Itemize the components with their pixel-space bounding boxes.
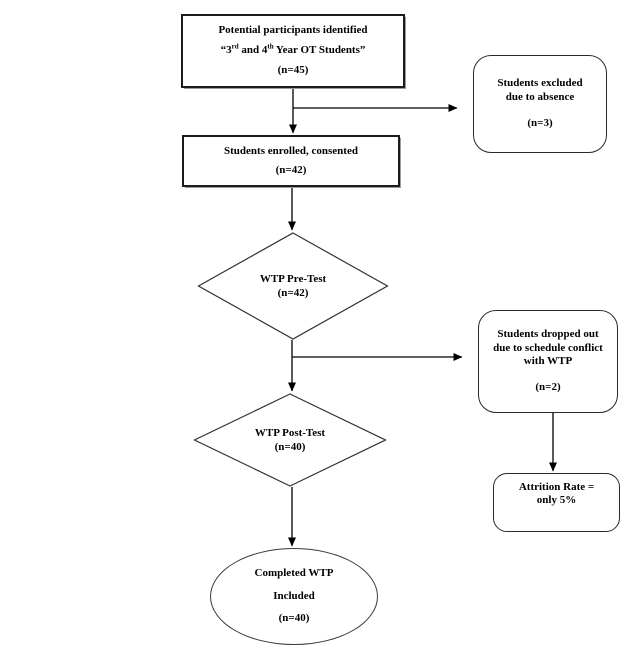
mid-text: and 4 xyxy=(238,44,268,57)
node-students-excluded: Students excluded due to absence (n=3) xyxy=(473,55,607,153)
node-attrition-rate: Attrition Rate = only 5% xyxy=(493,473,620,532)
node-text-line: Students dropped out due to schedule con… xyxy=(493,328,603,367)
diamond-shape xyxy=(197,232,389,340)
diamond-text: WTP Pre-Test (n=42) xyxy=(197,232,389,340)
node-count-label: (n=40) xyxy=(278,611,310,624)
node-wtp-posttest: WTP Post-Test (n=40) xyxy=(193,393,387,487)
node-count-label: (n=3) xyxy=(527,116,553,129)
node-text-line: Included xyxy=(273,589,315,602)
node-count-label: (n=42) xyxy=(275,163,307,176)
node-text-line: Completed WTP xyxy=(254,567,334,580)
node-text-line: Students enrolled, consented xyxy=(224,144,358,157)
diamond-text: WTP Post-Test (n=40) xyxy=(193,393,387,487)
node-potential-participants: Potential participants identified “3rd a… xyxy=(181,14,405,88)
node-wtp-pretest: WTP Pre-Test (n=42) xyxy=(197,232,389,340)
node-text-line: Potential participants identified xyxy=(218,24,368,37)
node-text-line: Students excluded due to absence xyxy=(497,77,583,103)
node-text-line: “3rd and 4th Year OT Students” xyxy=(220,42,366,58)
node-text-line: only 5% xyxy=(536,494,577,507)
diamond-shape xyxy=(193,393,387,487)
node-count-label: (n=2) xyxy=(535,380,561,393)
ordinal-superscript: th xyxy=(267,42,274,51)
node-count-label: (n=45) xyxy=(277,64,309,77)
node-text-line: WTP Pre-Test xyxy=(259,272,327,285)
node-completed-wtp: Completed WTP Included (n=40) xyxy=(210,548,378,645)
ordinal-superscript: rd xyxy=(231,42,239,51)
node-students-dropped: Students dropped out due to schedule con… xyxy=(478,310,618,413)
node-text-line: WTP Post-Test xyxy=(254,426,326,439)
quote-open-text: “3 xyxy=(220,44,232,57)
quote-close-text: Year OT Students” xyxy=(273,44,366,57)
node-text-line: Attrition Rate = xyxy=(518,481,595,493)
node-count-label: (n=40) xyxy=(274,441,306,453)
node-count-label: (n=42) xyxy=(277,287,309,299)
node-students-enrolled: Students enrolled, consented (n=42) xyxy=(182,135,400,187)
